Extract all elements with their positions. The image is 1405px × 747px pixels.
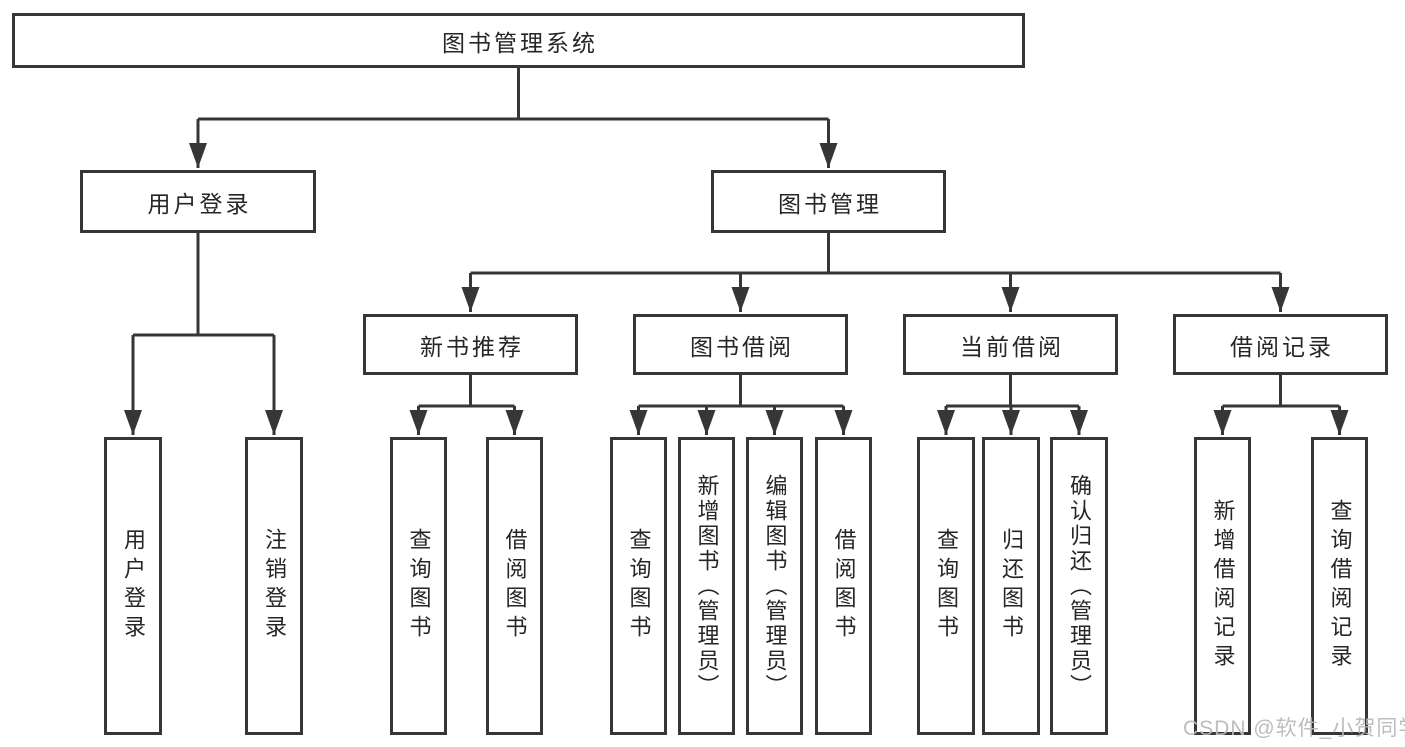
leaf-query-books-current: 查询图书 xyxy=(917,437,975,735)
connector-book-management-to-level3 xyxy=(461,233,1290,312)
leaf-return-book: 归还图书 xyxy=(982,437,1040,735)
node-label: 用户登录 xyxy=(147,190,252,217)
leaf-query-books-new: 查询图书 xyxy=(390,437,447,735)
node-label: 查询图书 xyxy=(934,528,959,644)
node-label: 新书推荐 xyxy=(420,333,524,360)
node-label: 新增借阅记录 xyxy=(1210,499,1236,673)
node-label: 当前借阅 xyxy=(960,333,1064,360)
node-label: 确认归还（管理员） xyxy=(1067,473,1092,699)
leaf-user-login: 用户登录 xyxy=(104,437,162,735)
node-label: 借阅图书 xyxy=(502,528,528,644)
node-label: 编辑图书（管理员） xyxy=(762,473,788,699)
leaf-borrow-books: 借阅图书 xyxy=(815,437,872,735)
leaf-query-books-borrow: 查询图书 xyxy=(610,437,667,735)
leaf-confirm-return-admin: 确认归还（管理员） xyxy=(1050,437,1108,735)
leaf-logout: 注销登录 xyxy=(245,437,303,735)
node-label: 注销登录 xyxy=(262,528,287,644)
node-new-books: 新书推荐 xyxy=(363,314,578,375)
node-book-borrow: 图书借阅 xyxy=(633,314,848,375)
node-label: 查询借阅记录 xyxy=(1327,499,1353,673)
node-label: 借阅记录 xyxy=(1230,333,1334,360)
connector-borrow-records-to-leaves xyxy=(1213,375,1349,435)
node-label: 图书管理系统 xyxy=(442,29,598,56)
connector-book-borrow-to-leaves xyxy=(629,375,853,435)
leaf-edit-book-admin: 编辑图书（管理员） xyxy=(746,437,803,735)
connector-current-borrow-to-leaves xyxy=(937,375,1088,435)
node-label: 归还图书 xyxy=(999,528,1024,644)
node-label: 图书管理 xyxy=(778,190,882,217)
node-label: 新增图书（管理员） xyxy=(694,473,720,699)
node-label: 查询图书 xyxy=(626,528,652,644)
connector-new-books-to-leaves xyxy=(409,375,524,435)
node-root: 图书管理系统 xyxy=(12,13,1025,68)
node-label: 借阅图书 xyxy=(831,528,857,644)
node-label: 查询图书 xyxy=(406,528,432,644)
connector-user-login-to-leaves xyxy=(124,233,283,435)
connector-root-to-level2 xyxy=(189,68,838,168)
leaf-add-book-admin: 新增图书（管理员） xyxy=(678,437,735,735)
leaf-query-borrow-record: 查询借阅记录 xyxy=(1311,437,1368,735)
node-label: 用户登录 xyxy=(121,528,146,644)
node-user-login: 用户登录 xyxy=(80,170,316,233)
node-borrow-records: 借阅记录 xyxy=(1173,314,1388,375)
leaf-borrow-books-new: 借阅图书 xyxy=(486,437,543,735)
watermark: CSDN @软件_小贺同学 xyxy=(1183,717,1405,740)
leaf-add-borrow-record: 新增借阅记录 xyxy=(1194,437,1251,735)
node-current-borrow: 当前借阅 xyxy=(903,314,1118,375)
node-label: 图书借阅 xyxy=(690,333,794,360)
node-book-management: 图书管理 xyxy=(711,170,946,233)
